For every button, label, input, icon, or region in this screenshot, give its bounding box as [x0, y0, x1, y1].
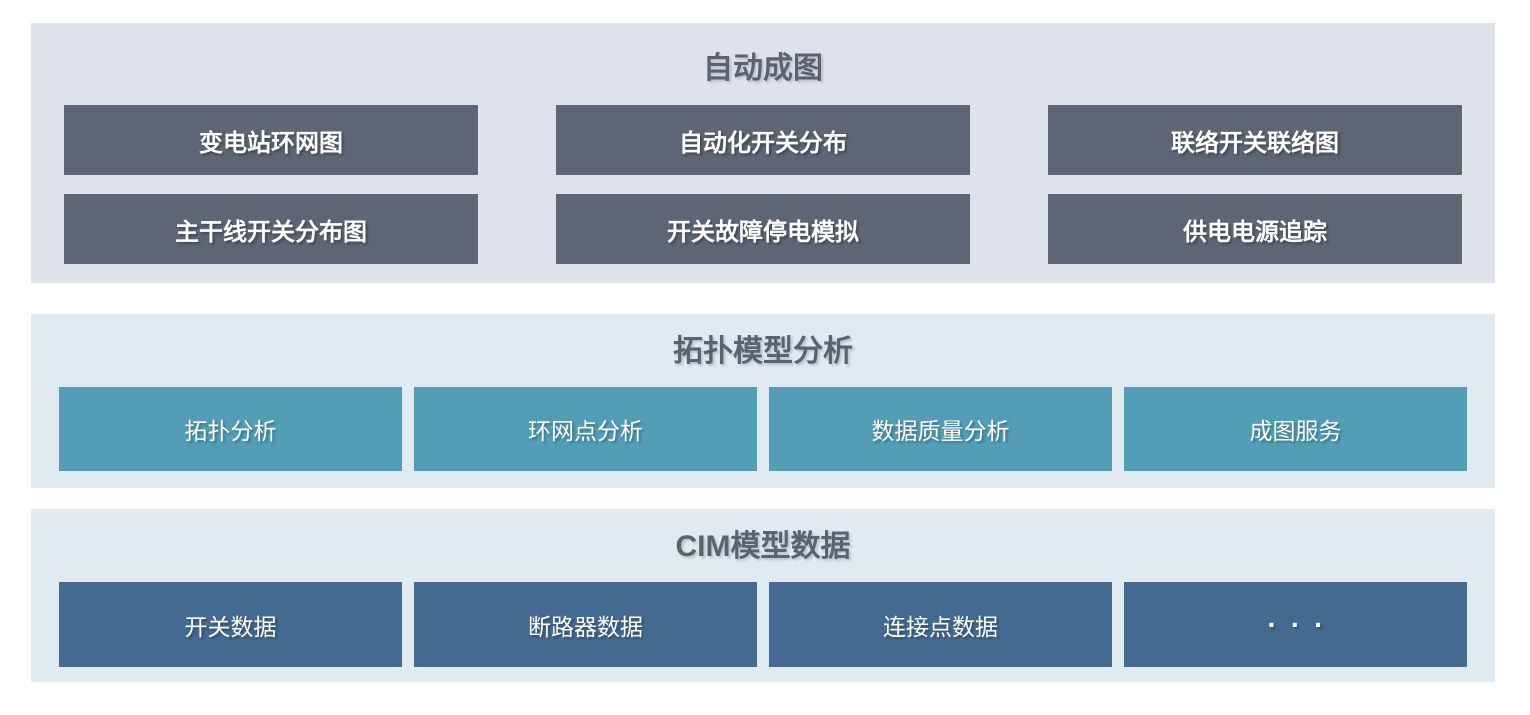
- section-topology-model-analysis-title: 拓扑模型分析: [673, 335, 853, 368]
- cim-data-grid: 开关数据 断路器数据 连接点数据 ···: [31, 582, 1495, 667]
- section-auto-diagram: 自动成图 变电站环网图 自动化开关分布 联络开关联络图 主干线开关分布图 开关故…: [31, 23, 1495, 283]
- block-substation-ring-network-diagram: 变电站环网图: [64, 105, 478, 175]
- auto-diagram-grid: 变电站环网图 自动化开关分布 联络开关联络图 主干线开关分布图 开关故障停电模拟…: [31, 105, 1495, 264]
- block-automated-switch-distribution: 自动化开关分布: [556, 105, 970, 175]
- block-switch-data: 开关数据: [59, 582, 402, 667]
- block-data-quality-analysis: 数据质量分析: [769, 387, 1112, 471]
- block-connection-point-data: 连接点数据: [769, 582, 1112, 667]
- block-topology-analysis: 拓扑分析: [59, 387, 402, 471]
- section-cim-model-data-title: CIM模型数据: [675, 530, 851, 563]
- block-ring-network-point-analysis: 环网点分析: [414, 387, 757, 471]
- block-tie-switch-connection-diagram: 联络开关联络图: [1048, 105, 1462, 175]
- section-topology-model-analysis: 拓扑模型分析 拓扑分析 环网点分析 数据质量分析 成图服务: [31, 314, 1495, 488]
- block-trunk-line-switch-distribution-diagram: 主干线开关分布图: [64, 194, 478, 264]
- section-auto-diagram-title: 自动成图: [703, 52, 823, 85]
- topology-analysis-grid: 拓扑分析 环网点分析 数据质量分析 成图服务: [31, 387, 1495, 471]
- block-circuit-breaker-data: 断路器数据: [414, 582, 757, 667]
- block-more-ellipsis: ···: [1124, 582, 1467, 667]
- section-cim-model-data: CIM模型数据 开关数据 断路器数据 连接点数据 ···: [31, 509, 1495, 682]
- block-switch-fault-outage-simulation: 开关故障停电模拟: [556, 194, 970, 264]
- block-diagram-generation-service: 成图服务: [1124, 387, 1467, 471]
- block-power-source-tracing: 供电电源追踪: [1048, 194, 1462, 264]
